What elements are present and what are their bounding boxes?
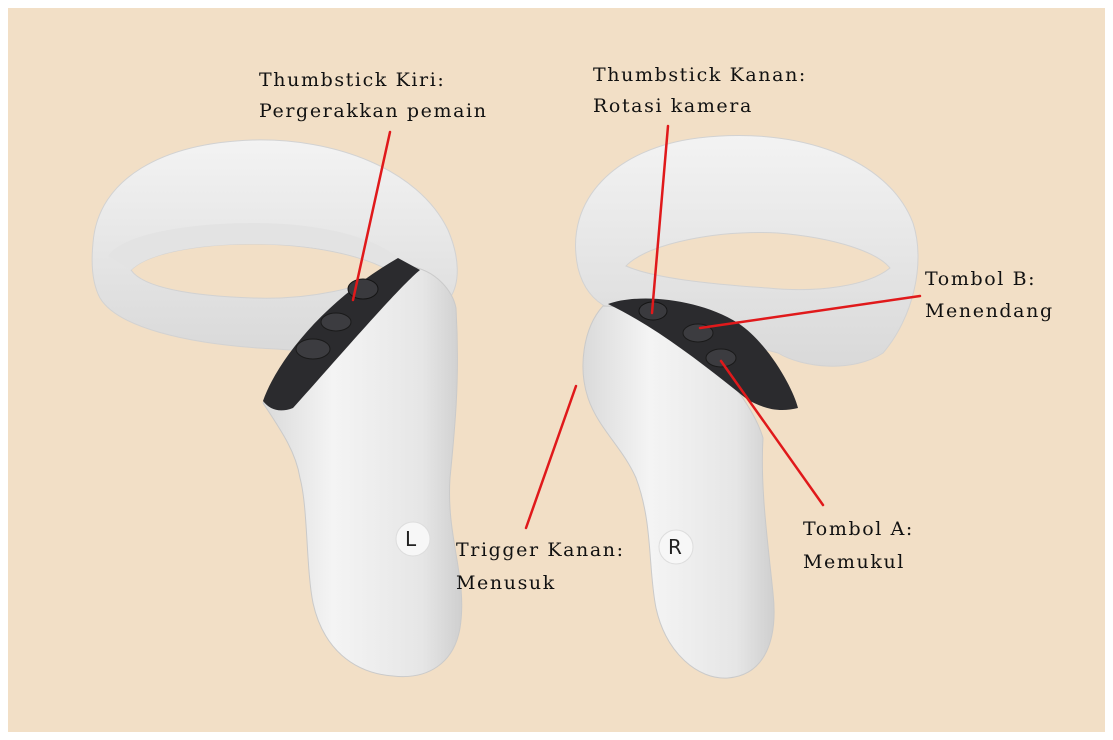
right-button-a (706, 349, 736, 367)
trigger-right-title: Trigger Kanan: (456, 541, 625, 560)
background (8, 8, 1105, 732)
left-button-y (321, 313, 351, 331)
thumbstick-right-title: Thumbstick Kanan: (593, 66, 807, 85)
thumbstick-left-title: Thumbstick Kiri: (259, 71, 445, 90)
left-controller-badge: L (405, 527, 416, 551)
button-b-title: Tombol B: (925, 270, 1036, 289)
trigger-right-desc: Menusuk (456, 574, 556, 593)
right-controller-badge: R (668, 535, 682, 559)
controllers-illustration (8, 8, 1105, 732)
figure: L R Thumbstick Kiri: Pergerakkan pemain … (8, 8, 1105, 732)
thumbstick-left-desc: Pergerakkan pemain (259, 102, 488, 121)
thumbstick-right-desc: Rotasi kamera (593, 97, 753, 116)
left-thumbstick (348, 279, 378, 299)
button-a-desc: Memukul (803, 553, 905, 572)
left-button-x (296, 339, 330, 359)
button-b-desc: Menendang (925, 302, 1054, 321)
button-a-title: Tombol A: (803, 520, 914, 539)
